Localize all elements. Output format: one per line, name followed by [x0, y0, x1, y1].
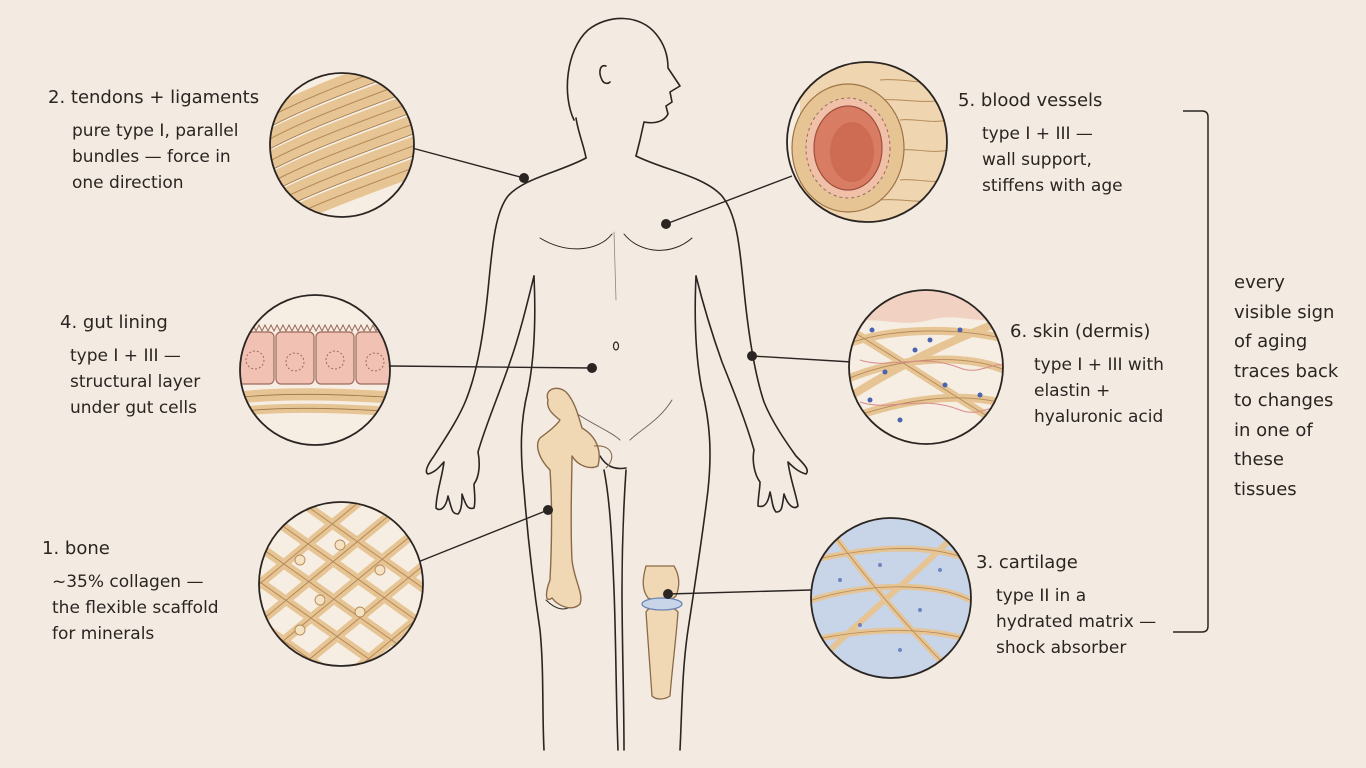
label-line: structural layer: [70, 372, 201, 392]
summary-line: every: [1234, 272, 1285, 293]
leader-lines: [389, 147, 853, 599]
cell-layer-icon: [239, 294, 391, 446]
fiber-bundle-icon: [269, 72, 415, 218]
summary-line: visible sign: [1234, 301, 1335, 323]
label-line: elastin +: [1034, 381, 1111, 401]
label-title: 3. cartilage: [976, 552, 1078, 573]
leader-cartilage: [667, 589, 812, 595]
label-line: wall support,: [982, 150, 1092, 170]
summary-text: every visible sign of aging traces back …: [1234, 268, 1338, 504]
human-figure-icon: [425, 17, 809, 751]
dot-vessels: [661, 219, 671, 229]
dot-cartilage: [663, 589, 673, 599]
label-line: ~35% collagen —: [52, 572, 204, 592]
leader-skin: [751, 355, 853, 363]
label-line: type I + III —: [70, 346, 181, 366]
label-line: type I + III with: [1034, 355, 1164, 375]
summary-line: traces back: [1234, 360, 1339, 382]
dermis-mesh-icon: [848, 289, 1004, 445]
vessel-cross-section-icon: [786, 61, 948, 223]
label-title: 6. skin (dermis): [1010, 321, 1151, 342]
summary-line: in one of: [1234, 419, 1313, 441]
label-bone: 1. bone ~35% collagen — the flexible sca…: [42, 537, 219, 647]
label-line: hydrated matrix —: [996, 612, 1157, 632]
label-line: for minerals: [52, 624, 155, 644]
dot-skin: [747, 351, 757, 361]
label-line: type I + III —: [982, 124, 1093, 144]
dot-gut: [587, 363, 597, 373]
label-line: pure type I, parallel: [72, 121, 239, 141]
leader-tendons: [411, 147, 525, 179]
label-title: 4. gut lining: [60, 312, 168, 333]
knee-joint-icon: [641, 565, 683, 700]
label-skin: 6. skin (dermis) type I + III with elast…: [1010, 320, 1164, 430]
label-title: 2. tendons + ligaments: [48, 87, 260, 108]
label-gut-lining: 4. gut lining type I + III — structural …: [60, 311, 200, 421]
summary-line: tissues: [1234, 478, 1297, 500]
summary-bracket: [1173, 110, 1209, 633]
label-line: stiffens with age: [982, 176, 1123, 196]
label-title: 5. blood vessels: [958, 90, 1103, 111]
dot-bone: [543, 505, 553, 515]
label-line: hyaluronic acid: [1034, 407, 1164, 427]
label-title: 1. bone: [42, 538, 110, 559]
label-line: the flexible scaffold: [52, 598, 219, 618]
bone-lattice-icon: [258, 501, 424, 667]
summary-line: these: [1234, 449, 1284, 470]
label-tendons: 2. tendons + ligaments pure type I, para…: [48, 86, 259, 196]
leader-gut: [389, 365, 593, 369]
label-line: shock absorber: [996, 638, 1127, 658]
cartilage-matrix-icon: [810, 517, 972, 679]
femur-icon: [536, 387, 613, 609]
label-cartilage: 3. cartilage type II in a hydrated matri…: [976, 551, 1156, 661]
summary-line: of aging: [1234, 331, 1308, 352]
label-line: type II in a: [996, 586, 1087, 606]
dot-tendons: [519, 173, 529, 183]
leader-bone: [417, 509, 549, 563]
leader-vessels: [665, 175, 793, 225]
label-blood-vessels: 5. blood vessels type I + III — wall sup…: [958, 89, 1123, 199]
label-line: under gut cells: [70, 398, 197, 418]
summary-line: to changes: [1234, 390, 1334, 411]
label-line: bundles — force in: [72, 147, 231, 167]
label-line: one direction: [72, 173, 184, 193]
